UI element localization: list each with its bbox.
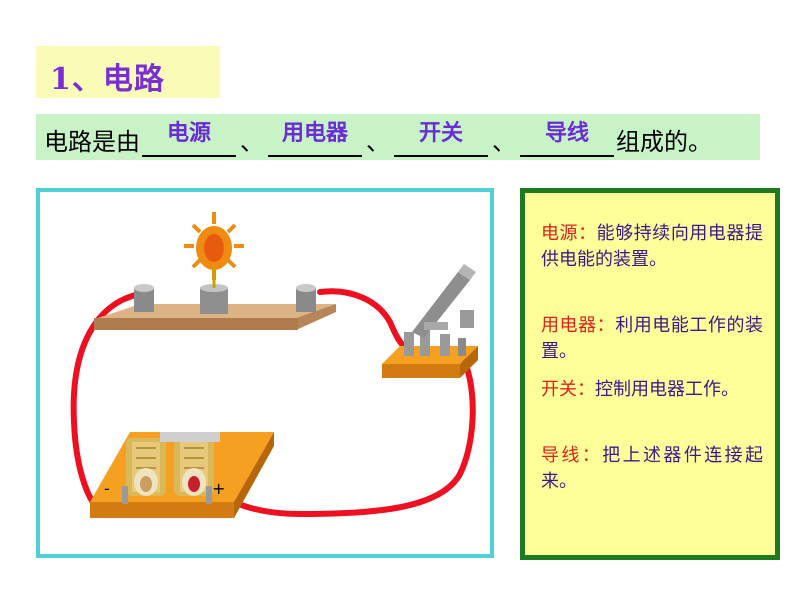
desc-wire: 把上述器件连接起来。 [541,445,764,492]
term-wire: 导线 [541,445,582,466]
battery-cell-left [126,438,166,496]
definition-switch: 开关：控制用电器工作。 [541,377,763,403]
blank-1: 电源 [142,121,236,157]
answer-3: 开关 [418,121,463,146]
battery-clip [160,432,220,442]
title-box: 1、电路 [36,46,220,98]
colon-3: ： [577,379,595,400]
desc-power-source: 能够持续向用电器提供电能的装置。 [541,223,764,270]
separator-3: 、 [492,128,516,156]
blank-2: 用电器 [268,121,362,157]
circuit-panel: - + [36,188,494,558]
positive-terminal [206,486,212,504]
term-appliance: 用电器 [541,315,597,336]
colon-2: ： [596,315,616,336]
answer-4: 导线 [544,121,589,146]
desc-appliance: 利用电能工作的装置。 [541,315,764,362]
wire-bottom-right [213,349,476,518]
definition-wire: 导线：把上述器件连接起来。 [541,443,763,495]
definition-panel: 电源：能够持续向用电器提供电能的装置。 用电器：利用电能工作的装置。 开关：控制… [520,188,780,560]
sentence-suffix: 组成的。 [616,128,712,156]
terminal-post-left [134,284,154,312]
battery-plus-label: + [212,479,225,498]
sentence-box: 电路是由 电源 、 用电器 、 开关 、 导线 组成的。 [36,114,760,160]
lamp-icon [184,212,244,314]
term-switch: 开关 [541,379,577,400]
blank-4: 导线 [520,121,614,157]
wire-top-right [317,288,411,353]
switch-icon [382,264,478,378]
definition-appliance: 用电器：利用电能工作的装置。 [541,313,763,365]
battery-minus-label: - [104,479,110,498]
answer-2: 用电器 [281,121,348,146]
desc-switch: 控制用电器工作。 [595,379,739,400]
negative-terminal [122,486,128,504]
battery-cell-right [174,438,214,496]
circuit-diagram: - + [70,212,478,518]
colon-1: ： [578,223,597,244]
term-power-source: 电源 [541,223,579,244]
terminal-post-right [296,284,316,312]
sentence-prefix: 电路是由 [44,128,140,156]
blank-3: 开关 [394,121,488,157]
colon-4: ： [581,445,603,466]
definition-power-source: 电源：能够持续向用电器提供电能的装置。 [541,221,763,273]
fill-in-sentence: 电路是由 电源 、 用电器 、 开关 、 导线 组成的。 [44,121,712,157]
page-title: 1、电路 [50,62,165,97]
separator-1: 、 [240,128,264,156]
separator-2: 、 [366,128,390,156]
answer-1: 电源 [166,121,211,146]
